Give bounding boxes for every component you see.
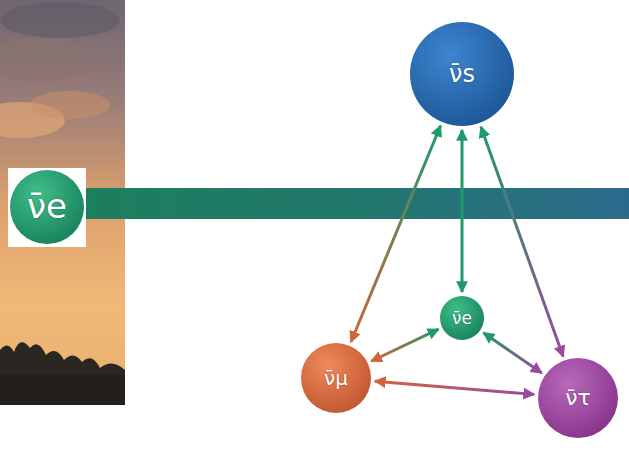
circle-fill xyxy=(538,358,618,438)
particle-circle: ν̄e xyxy=(10,170,84,244)
oscillation-arrow xyxy=(351,126,441,342)
particle-circle: ν̄s xyxy=(410,22,514,126)
circle-fill xyxy=(10,170,84,244)
oscillation-arrow xyxy=(481,127,563,357)
label-backing xyxy=(8,168,86,247)
circle-fill xyxy=(440,296,484,340)
oscillation-arrow xyxy=(375,381,534,394)
circle-fill xyxy=(410,22,514,126)
particle-label: ν̄e xyxy=(27,188,67,225)
particle-label: ν̄s xyxy=(449,61,475,87)
particle-label: ν̄τ xyxy=(565,386,591,410)
particle-label: ν̄μ xyxy=(324,367,348,389)
beam-band xyxy=(86,188,629,219)
particle-circle: ν̄τ xyxy=(538,358,618,438)
particle-label: ν̄e xyxy=(452,309,472,328)
oscillation-arrow xyxy=(461,130,464,292)
oscillation-arrow xyxy=(483,333,541,373)
circle-fill xyxy=(301,343,371,413)
particle-circle: ν̄e xyxy=(440,296,484,340)
oscillation-arrow xyxy=(371,329,438,361)
particle-circle: ν̄μ xyxy=(301,343,371,413)
